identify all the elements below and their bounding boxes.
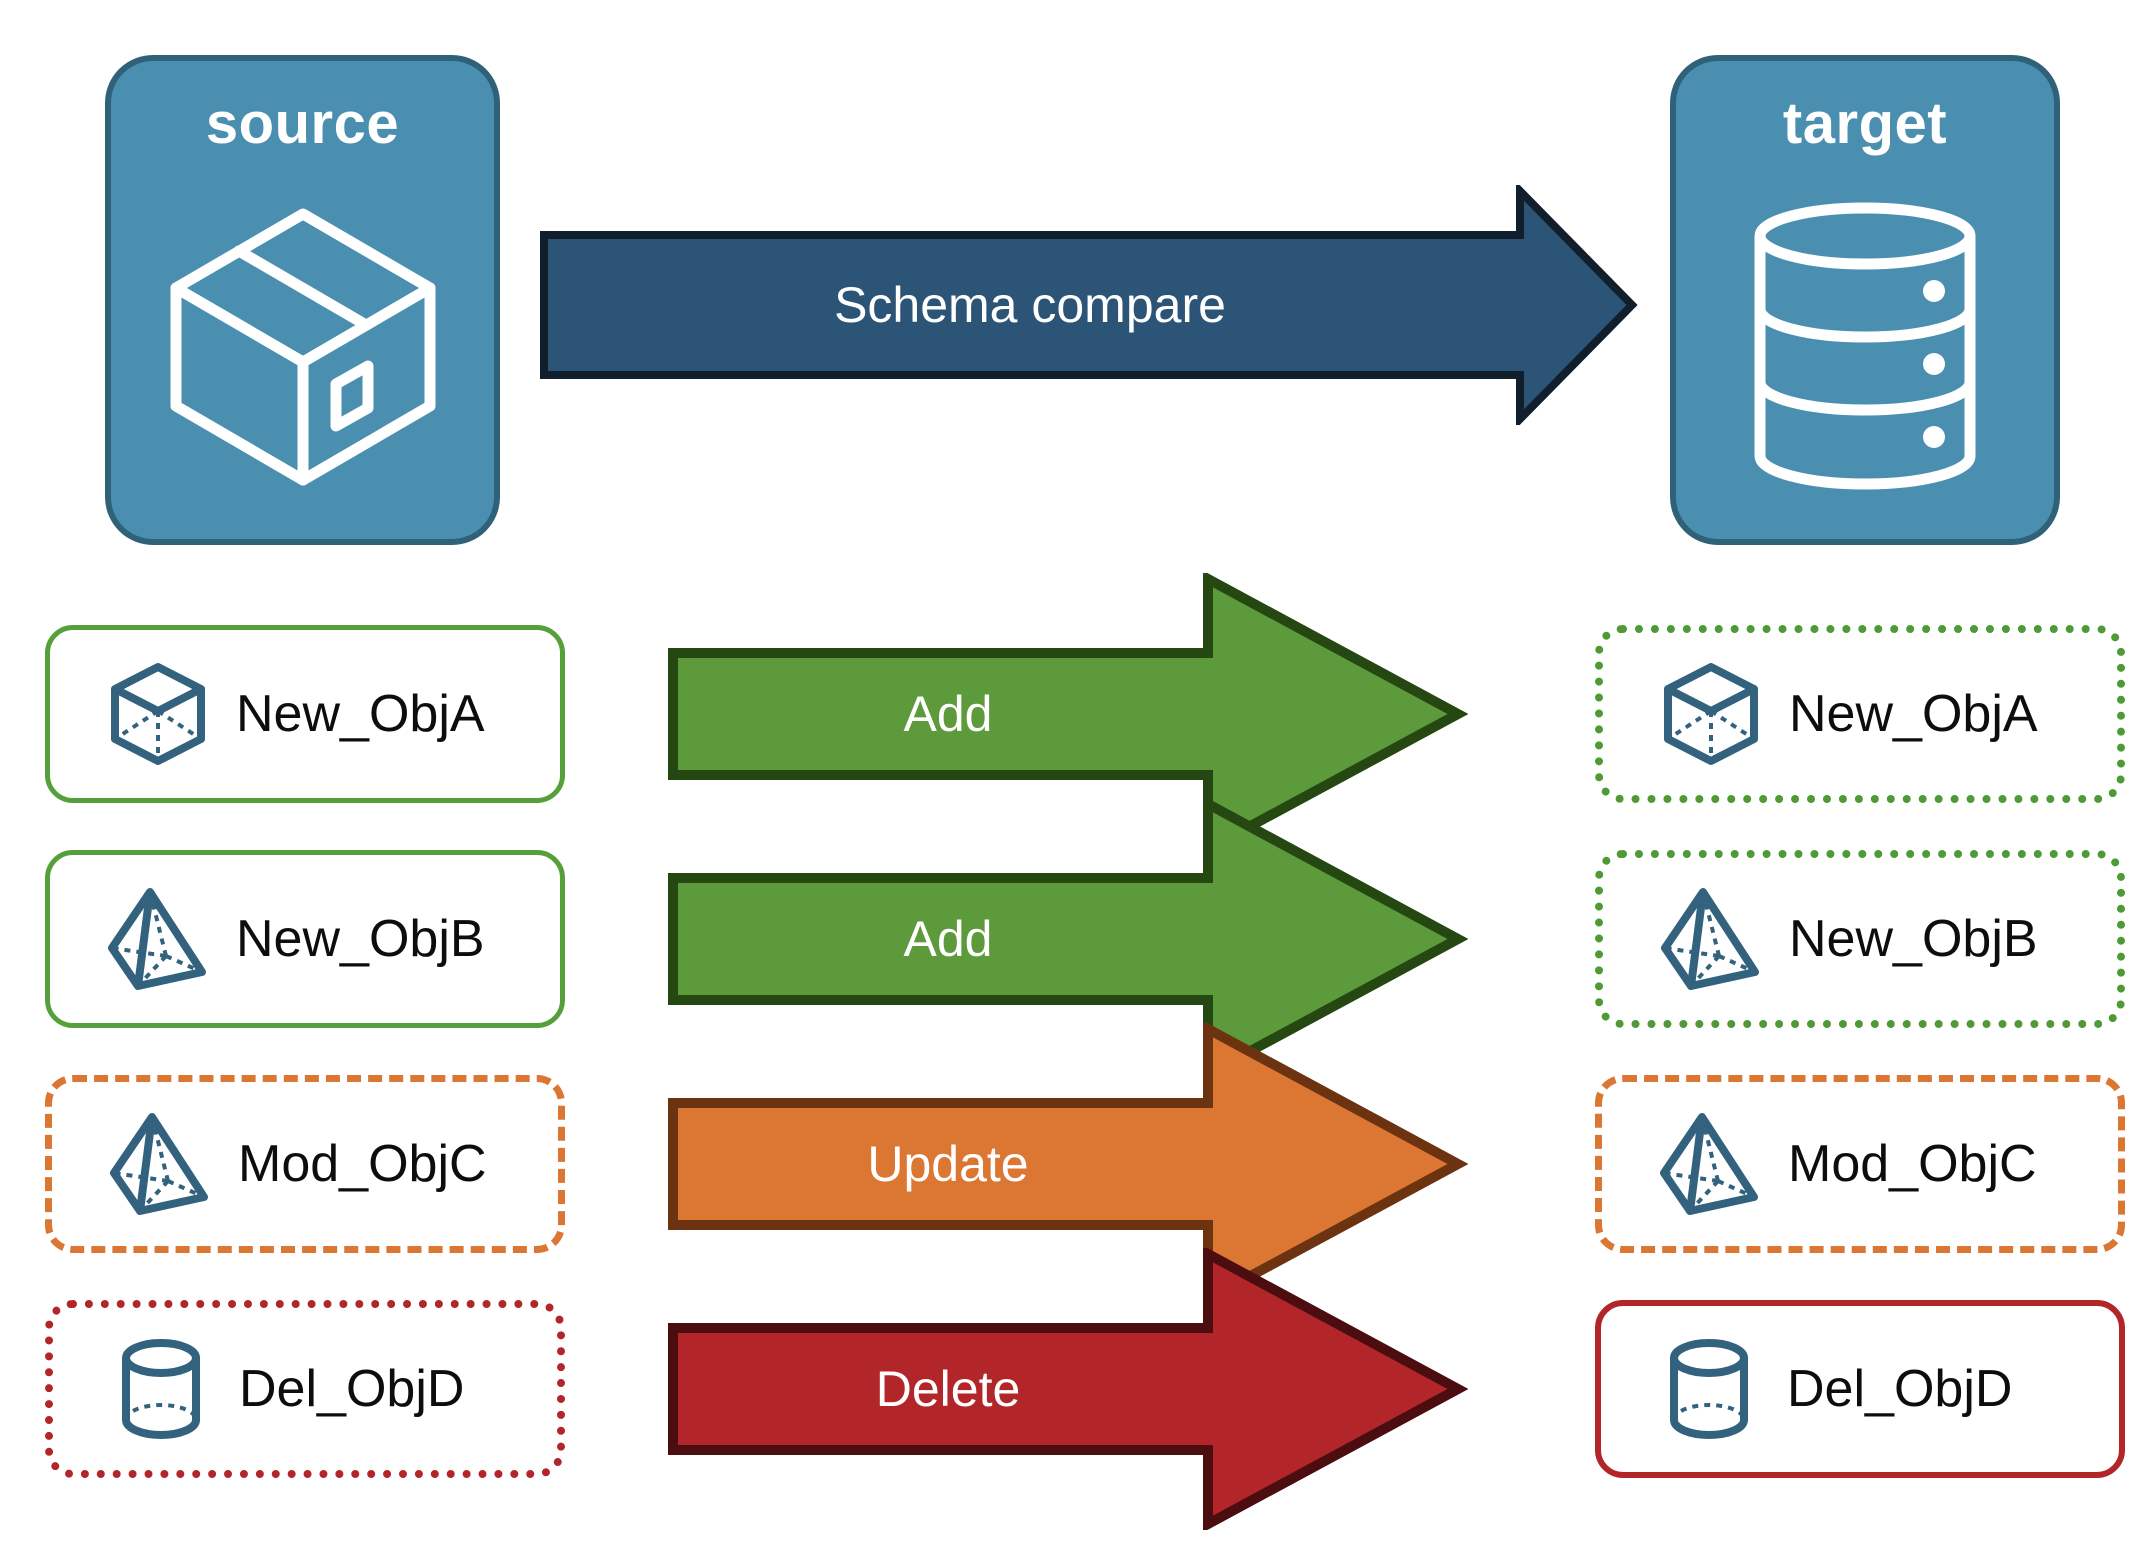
object-row: Mod_ObjC Update xyxy=(0,1020,2150,1308)
wireframe-cube-icon xyxy=(1651,661,1771,767)
object-name: Mod_ObjC xyxy=(238,1135,487,1193)
wireframe-cylinder-icon xyxy=(101,1336,221,1442)
object-name: Del_ObjD xyxy=(1787,1360,2013,1418)
object-name: New_ObjB xyxy=(1789,910,2038,968)
endpoint-label-target: target xyxy=(1782,91,1948,156)
target-object-card[interactable]: Del_ObjD xyxy=(1595,1300,2125,1478)
object-row: New_ObjA Add xyxy=(0,570,2150,858)
wireframe-pyramid-icon xyxy=(1650,1111,1770,1217)
object-name: New_ObjA xyxy=(1789,685,2038,743)
target-object-card[interactable]: Mod_ObjC xyxy=(1595,1075,2125,1253)
wireframe-pyramid-icon xyxy=(100,1111,220,1217)
wireframe-pyramid-icon xyxy=(1651,886,1771,992)
operation-arrow-delete[interactable]: Delete xyxy=(668,1245,1469,1533)
endpoint-card-source[interactable]: source xyxy=(105,55,500,545)
object-name: Mod_ObjC xyxy=(1788,1135,2037,1193)
database-cylinder-icon xyxy=(1676,153,2054,539)
endpoint-card-target[interactable]: target xyxy=(1670,55,2060,545)
object-name: Del_ObjD xyxy=(239,1360,465,1418)
endpoint-label-source: source xyxy=(205,91,400,156)
target-object-card[interactable]: New_ObjB xyxy=(1595,850,2125,1028)
source-object-card[interactable]: New_ObjB xyxy=(45,850,565,1028)
source-object-card[interactable]: Mod_ObjC xyxy=(45,1075,565,1253)
target-object-card[interactable]: New_ObjA xyxy=(1595,625,2125,803)
source-object-card[interactable]: New_ObjA xyxy=(45,625,565,803)
wireframe-pyramid-icon xyxy=(98,886,218,992)
wireframe-cylinder-icon xyxy=(1649,1336,1769,1442)
object-name: New_ObjB xyxy=(236,910,485,968)
schema-compare-arrow[interactable]: Schema compare xyxy=(540,181,1640,429)
source-object-card[interactable]: Del_ObjD xyxy=(45,1300,565,1478)
wireframe-cube-icon xyxy=(98,661,218,767)
object-name: New_ObjA xyxy=(236,685,485,743)
object-row: Del_ObjD Delete Del_ObjD xyxy=(0,1245,2150,1533)
package-box-icon xyxy=(111,153,494,539)
object-row: New_ObjB Add xyxy=(0,795,2150,1083)
